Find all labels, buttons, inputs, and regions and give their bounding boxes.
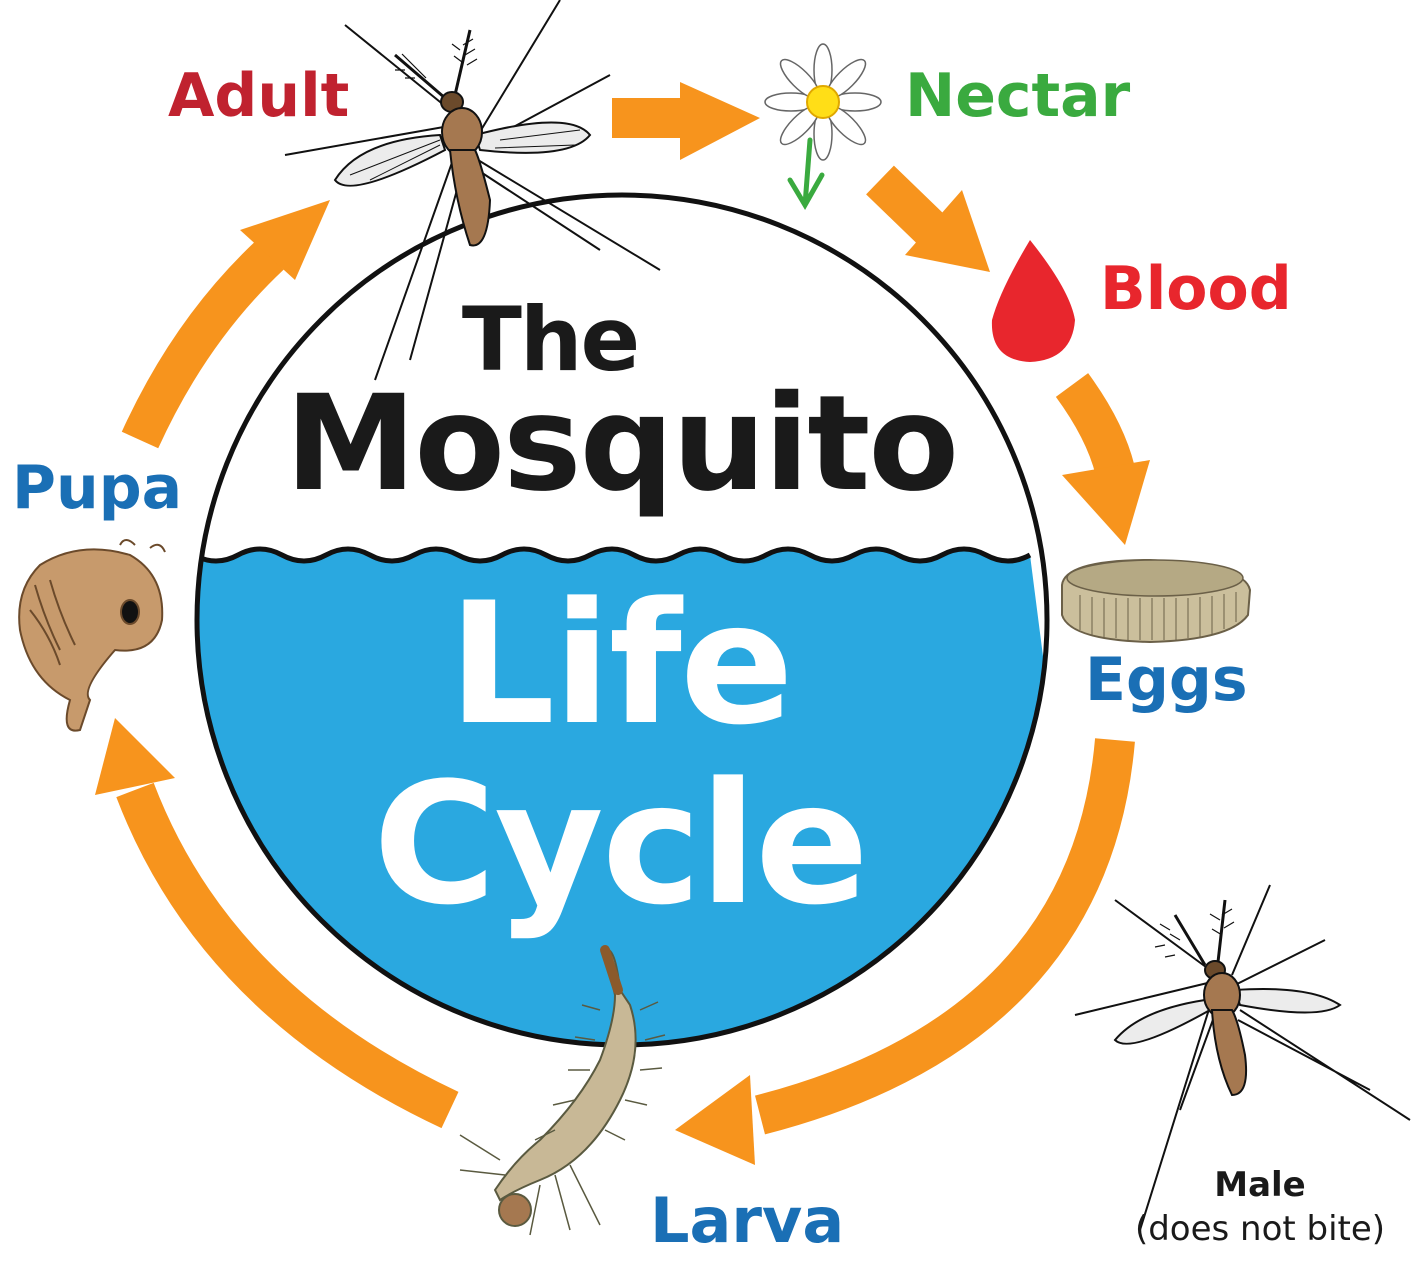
arrow-nectar-to-blood [880,180,990,272]
male-caption-note: (does not bite) [1120,1209,1400,1249]
male-caption-title: Male [1120,1165,1400,1205]
title-life: Life [390,580,850,748]
flower-illustration [765,44,881,205]
stage-label-adult: Adult [168,66,349,126]
stage-label-nectar: Nectar [905,66,1130,126]
stage-label-larva: Larva [650,1190,844,1252]
stage-label-eggs: Eggs [1085,650,1248,710]
arrow-adult-to-nectar [612,82,760,160]
male-caption: Male (does not bite) [1120,1165,1400,1249]
pupa-illustration [19,540,165,731]
title-mosquito: Mosquito [285,378,945,510]
egg-raft-illustration [1062,560,1250,642]
arrow-blood-to-eggs [1062,385,1150,545]
stage-label-pupa: Pupa [12,458,182,518]
stage-label-blood: Blood [1100,259,1292,319]
title-cycle: Cycle [350,760,890,928]
blood-drop-icon [992,240,1075,362]
